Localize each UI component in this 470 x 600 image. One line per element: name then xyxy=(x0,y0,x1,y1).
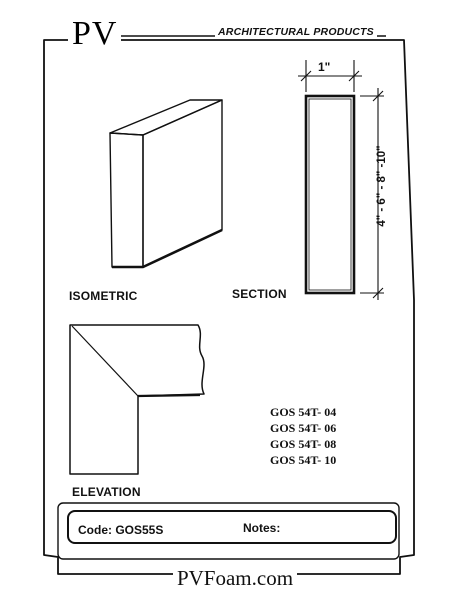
elevation-label: ELEVATION xyxy=(72,485,141,499)
product-code: GOS 54T- 06 xyxy=(270,421,337,435)
footer: PVFoam.com xyxy=(0,566,470,591)
code-field: Code: GOS55S xyxy=(78,523,164,537)
width-dimension-lines xyxy=(298,60,362,92)
section-drawing xyxy=(304,94,356,295)
isometric-drawing xyxy=(109,99,223,269)
form-box xyxy=(57,502,400,560)
height-dimension: 4" - 6" - 8" -10" xyxy=(376,145,388,227)
header-subtitle: ARCHITECTURAL PRODUCTS xyxy=(215,26,377,38)
product-code: GOS 54T- 08 xyxy=(270,437,337,451)
product-code-list: GOS 54T- 04 GOS 54T- 06 GOS 54T- 08 GOS … xyxy=(270,404,336,468)
notes-field: Notes: xyxy=(243,521,281,535)
product-code: GOS 54T- 10 xyxy=(270,453,337,467)
section-label: SECTION xyxy=(232,287,287,301)
brand-logo: PV xyxy=(68,14,122,54)
website-link[interactable]: PVFoam.com xyxy=(172,566,298,590)
height-dimension-lines xyxy=(360,88,384,300)
product-code: GOS 54T- 04 xyxy=(270,405,337,419)
elevation-drawing xyxy=(69,324,205,475)
sheet-border xyxy=(43,39,415,575)
width-dimension: 1" xyxy=(318,60,331,74)
isometric-label: ISOMETRIC xyxy=(69,289,138,303)
